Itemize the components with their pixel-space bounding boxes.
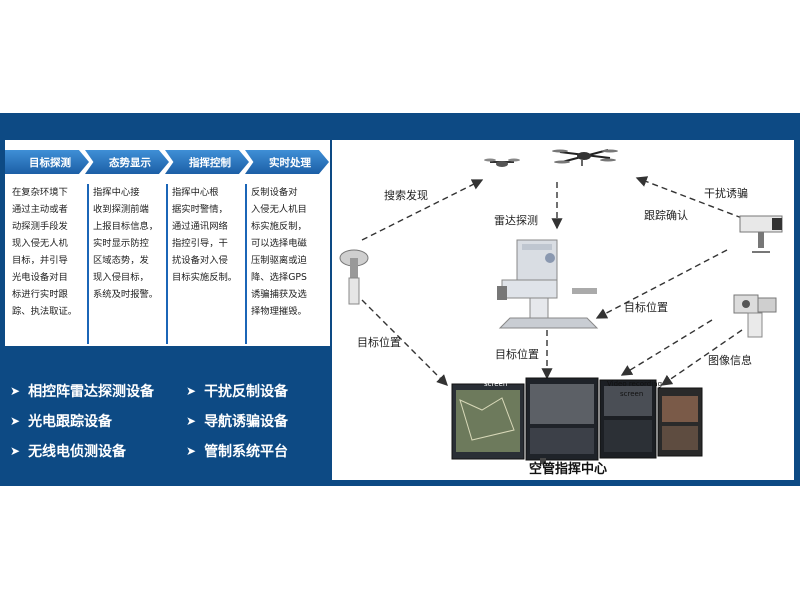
step-description-3: 指挥中心根据实时警情，通过通讯网络 指控引导，干扰设备对入侵目标实施反制。: [166, 184, 238, 344]
step-command-control: 指挥控制: [165, 150, 249, 174]
label-target-position-center: 目标位置: [495, 348, 539, 361]
equipment-item: ➤光电跟踪设备: [10, 414, 113, 430]
process-steps-bar: 目标探测 态势显示 指挥控制 实时处理: [5, 150, 330, 174]
label-jamming-deception: 干扰诱骗: [704, 187, 748, 200]
jammer-device-icon: [739, 215, 783, 253]
arrow-right-icon: ➤: [10, 384, 21, 398]
arrow-camera-to-radar: [620, 319, 713, 376]
equipment-item: ➤无线电侦测设备: [10, 444, 127, 460]
step-description-2: 指挥中心接收到探测前端上报目标信息， 实时显示防控区域态势，发现入侵目标， 系统…: [87, 184, 159, 344]
arrow-jammer-to-drone: [635, 176, 743, 219]
label-video-recording: Video recording: [607, 380, 663, 388]
system-diagram: 搜索发现 雷达探测 干扰诱骗 跟踪确认 目标位置 目标位置 目标位置 图像信息 …: [332, 140, 794, 480]
label-image-information: 图像信息: [708, 354, 752, 367]
label-tracking-confirmation: 跟踪确认: [644, 209, 688, 222]
step-target-detection: 目标探测: [5, 150, 89, 174]
equipment-list: ➤相控阵雷达探测设备 ➤干扰反制设备 ➤光电跟踪设备 ➤导航诱骗设备 ➤无线电侦…: [10, 380, 330, 470]
label-screen-left: screen: [484, 380, 508, 388]
arrow-right-icon: ➤: [10, 444, 21, 458]
step-description-4: 反制设备对入侵无人机目标实施反制， 可以选择电磁压制驱离或迫降、选择GPS 诱骗…: [245, 184, 327, 344]
equipment-item: ➤管制系统平台: [186, 444, 289, 460]
electro-optical-camera-icon: [733, 294, 777, 338]
equipment-item: ➤导航诱骗设备: [186, 414, 289, 430]
step-realtime-processing: 实时处理: [245, 150, 329, 174]
label-screen-right: screen: [620, 390, 644, 398]
arrow-right-icon: ➤: [10, 414, 21, 428]
quadcopter-icon: [484, 158, 520, 167]
radio-sensor-icon: [339, 249, 369, 305]
arrow-right-icon: ➤: [186, 444, 197, 458]
label-search-discovery: 搜索发现: [384, 189, 428, 202]
label-air-traffic-command-center: 空管指挥中心: [529, 462, 608, 477]
arrow-right-icon: ➤: [186, 414, 197, 428]
equipment-item: ➤相控阵雷达探测设备: [10, 384, 155, 400]
monitor-wall: [451, 377, 703, 464]
arrow-sensor-to-center: [361, 299, 448, 386]
label-target-position-right: 目标位置: [624, 301, 668, 314]
arrow-jammer-to-radar: [595, 249, 728, 319]
label-target-position-left: 目标位置: [357, 336, 401, 349]
arrow-camera-to-center: [660, 329, 743, 386]
arrow-right-icon: ➤: [186, 384, 197, 398]
hexacopter-icon: [552, 149, 618, 166]
step-situation-display: 态势显示: [85, 150, 169, 174]
equipment-item: ➤干扰反制设备: [186, 384, 289, 400]
label-radar-detection: 雷达探测: [494, 214, 538, 227]
step-description-1: 在复杂环境下通过主动或者动探测手段发 现入侵无人机目标，并引导光电设备对目 标进…: [12, 187, 78, 317]
arrow-sensor-to-drone: [361, 179, 484, 241]
radar-device-icon: [497, 239, 599, 329]
diagram-drawing: [339, 149, 783, 464]
